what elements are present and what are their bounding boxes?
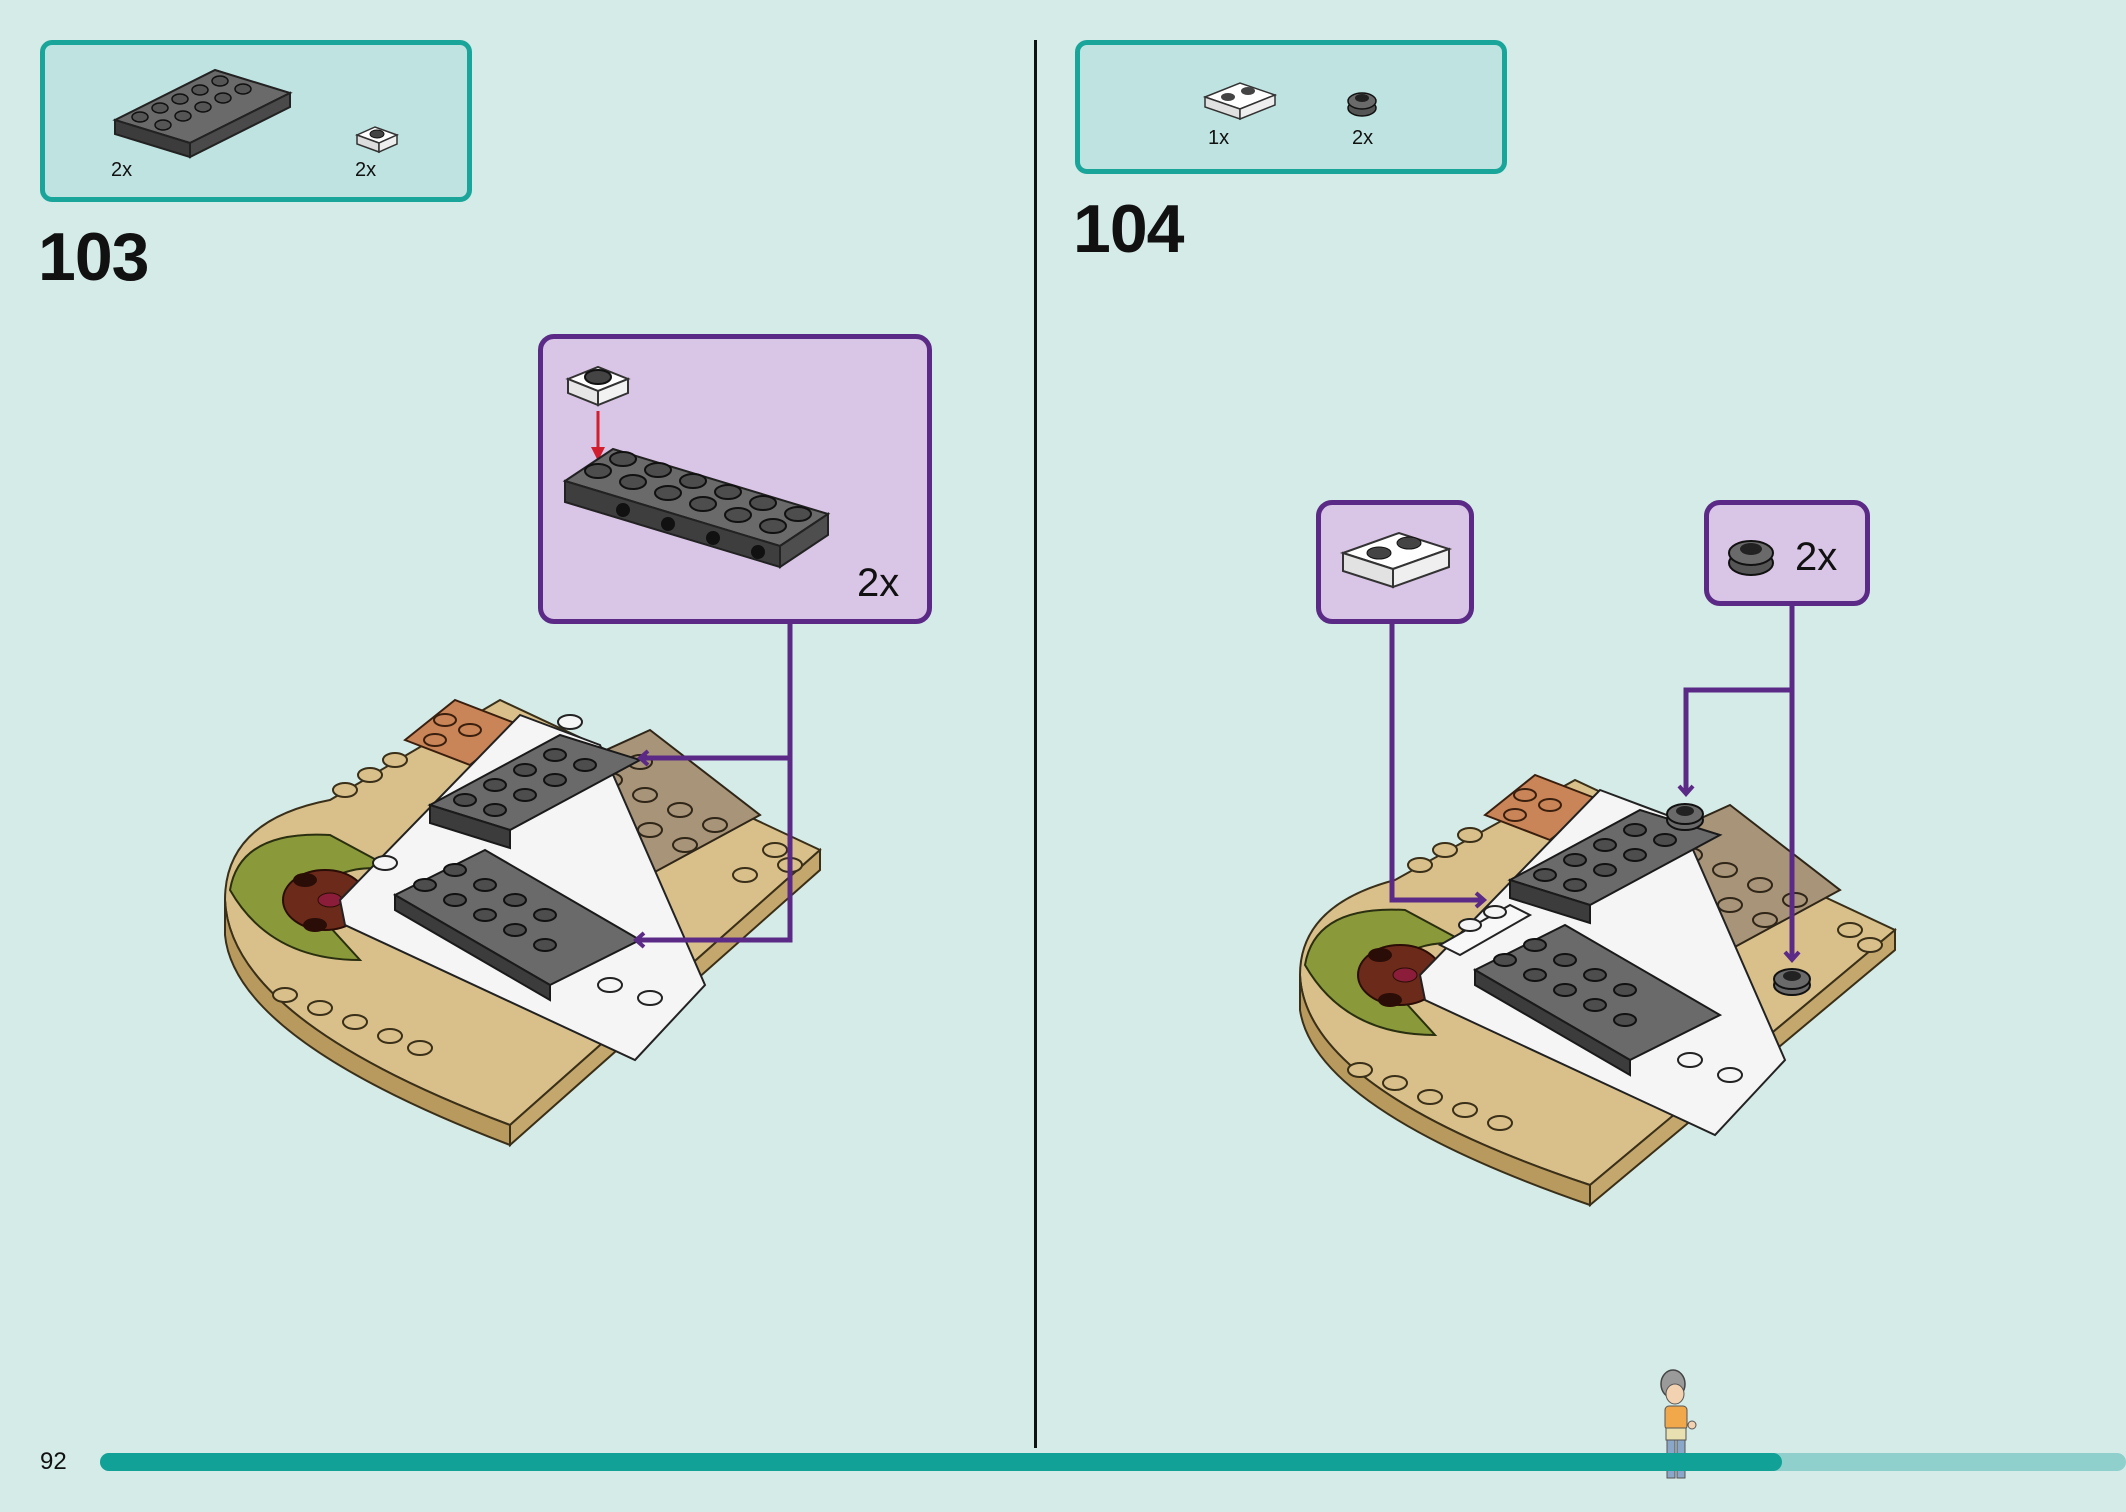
dark-gray-plate-icon <box>112 68 293 159</box>
part-qty: 2x <box>111 159 133 181</box>
page-number: 92 <box>40 1448 67 1475</box>
white-plate-1x2-icon <box>1339 531 1453 589</box>
step-divider <box>1034 40 1037 1448</box>
model-step-103 <box>223 624 822 1148</box>
part-qty: 1x <box>1208 127 1230 149</box>
white-plate-1x2-icon <box>1202 82 1278 121</box>
parts-list-step-104: 1x 2x <box>1075 40 1507 174</box>
model-step-104 <box>1298 606 1897 1208</box>
part-qty: 2x <box>1352 127 1374 149</box>
part-qty: 2x <box>355 159 377 181</box>
dark-gray-round-icon <box>1347 92 1377 117</box>
part-callout-round-plate: 2x <box>1704 500 1870 606</box>
step-number: 103 <box>38 219 149 295</box>
dark-gray-plate-icon <box>562 447 831 569</box>
part-callout-white-plate <box>1316 500 1474 624</box>
parts-list-step-103: 2x 2x <box>40 40 472 202</box>
white-plate-1x1-icon <box>565 365 631 407</box>
dark-gray-round-icon <box>1728 540 1774 576</box>
white-plate-1x1-icon <box>354 126 400 154</box>
progress-fill <box>100 1453 1782 1471</box>
callout-qty: 2x <box>1795 535 1838 579</box>
step-number: 104 <box>1073 191 1184 267</box>
sub-assembly-callout: 2x <box>538 334 932 624</box>
callout-qty: 2x <box>857 561 900 605</box>
